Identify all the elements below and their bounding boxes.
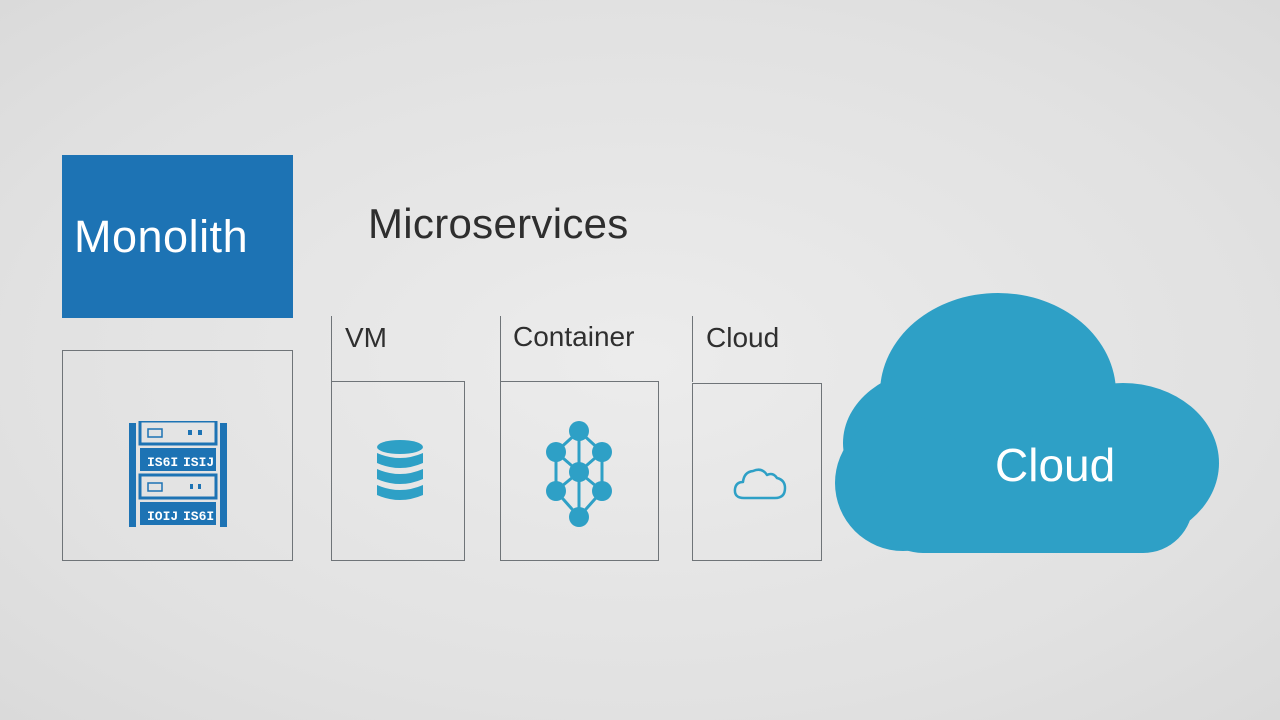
node-graph-icon	[546, 421, 612, 527]
container-divider	[500, 316, 501, 382]
vm-label: VM	[345, 322, 387, 353]
rack-label-1: IS6I	[147, 455, 178, 470]
big-cloud-label: Cloud	[995, 439, 1116, 491]
monolith-header: Monolith	[62, 155, 293, 318]
monolith-title: Monolith	[74, 210, 249, 262]
rack-label-4: IS6I	[183, 509, 214, 524]
rack-label-2: ISIJ	[183, 455, 214, 470]
cloud-divider	[692, 316, 693, 382]
big-cloud-icon	[835, 293, 1219, 553]
cloud-icon	[733, 468, 787, 500]
vm-box	[331, 381, 465, 561]
vm-divider	[331, 316, 332, 382]
server-rack-icon: IS6I ISIJ IOIJ IS6I	[129, 421, 227, 527]
container-box	[500, 381, 659, 561]
database-icon	[377, 440, 423, 500]
microservices-title: Microservices	[368, 200, 629, 247]
container-label: Container	[513, 321, 635, 352]
monolith-box: IS6I ISIJ IOIJ IS6I	[62, 350, 293, 561]
cloud-box	[692, 383, 822, 561]
rack-label-3: IOIJ	[147, 509, 178, 524]
cloud-label: Cloud	[706, 322, 780, 353]
